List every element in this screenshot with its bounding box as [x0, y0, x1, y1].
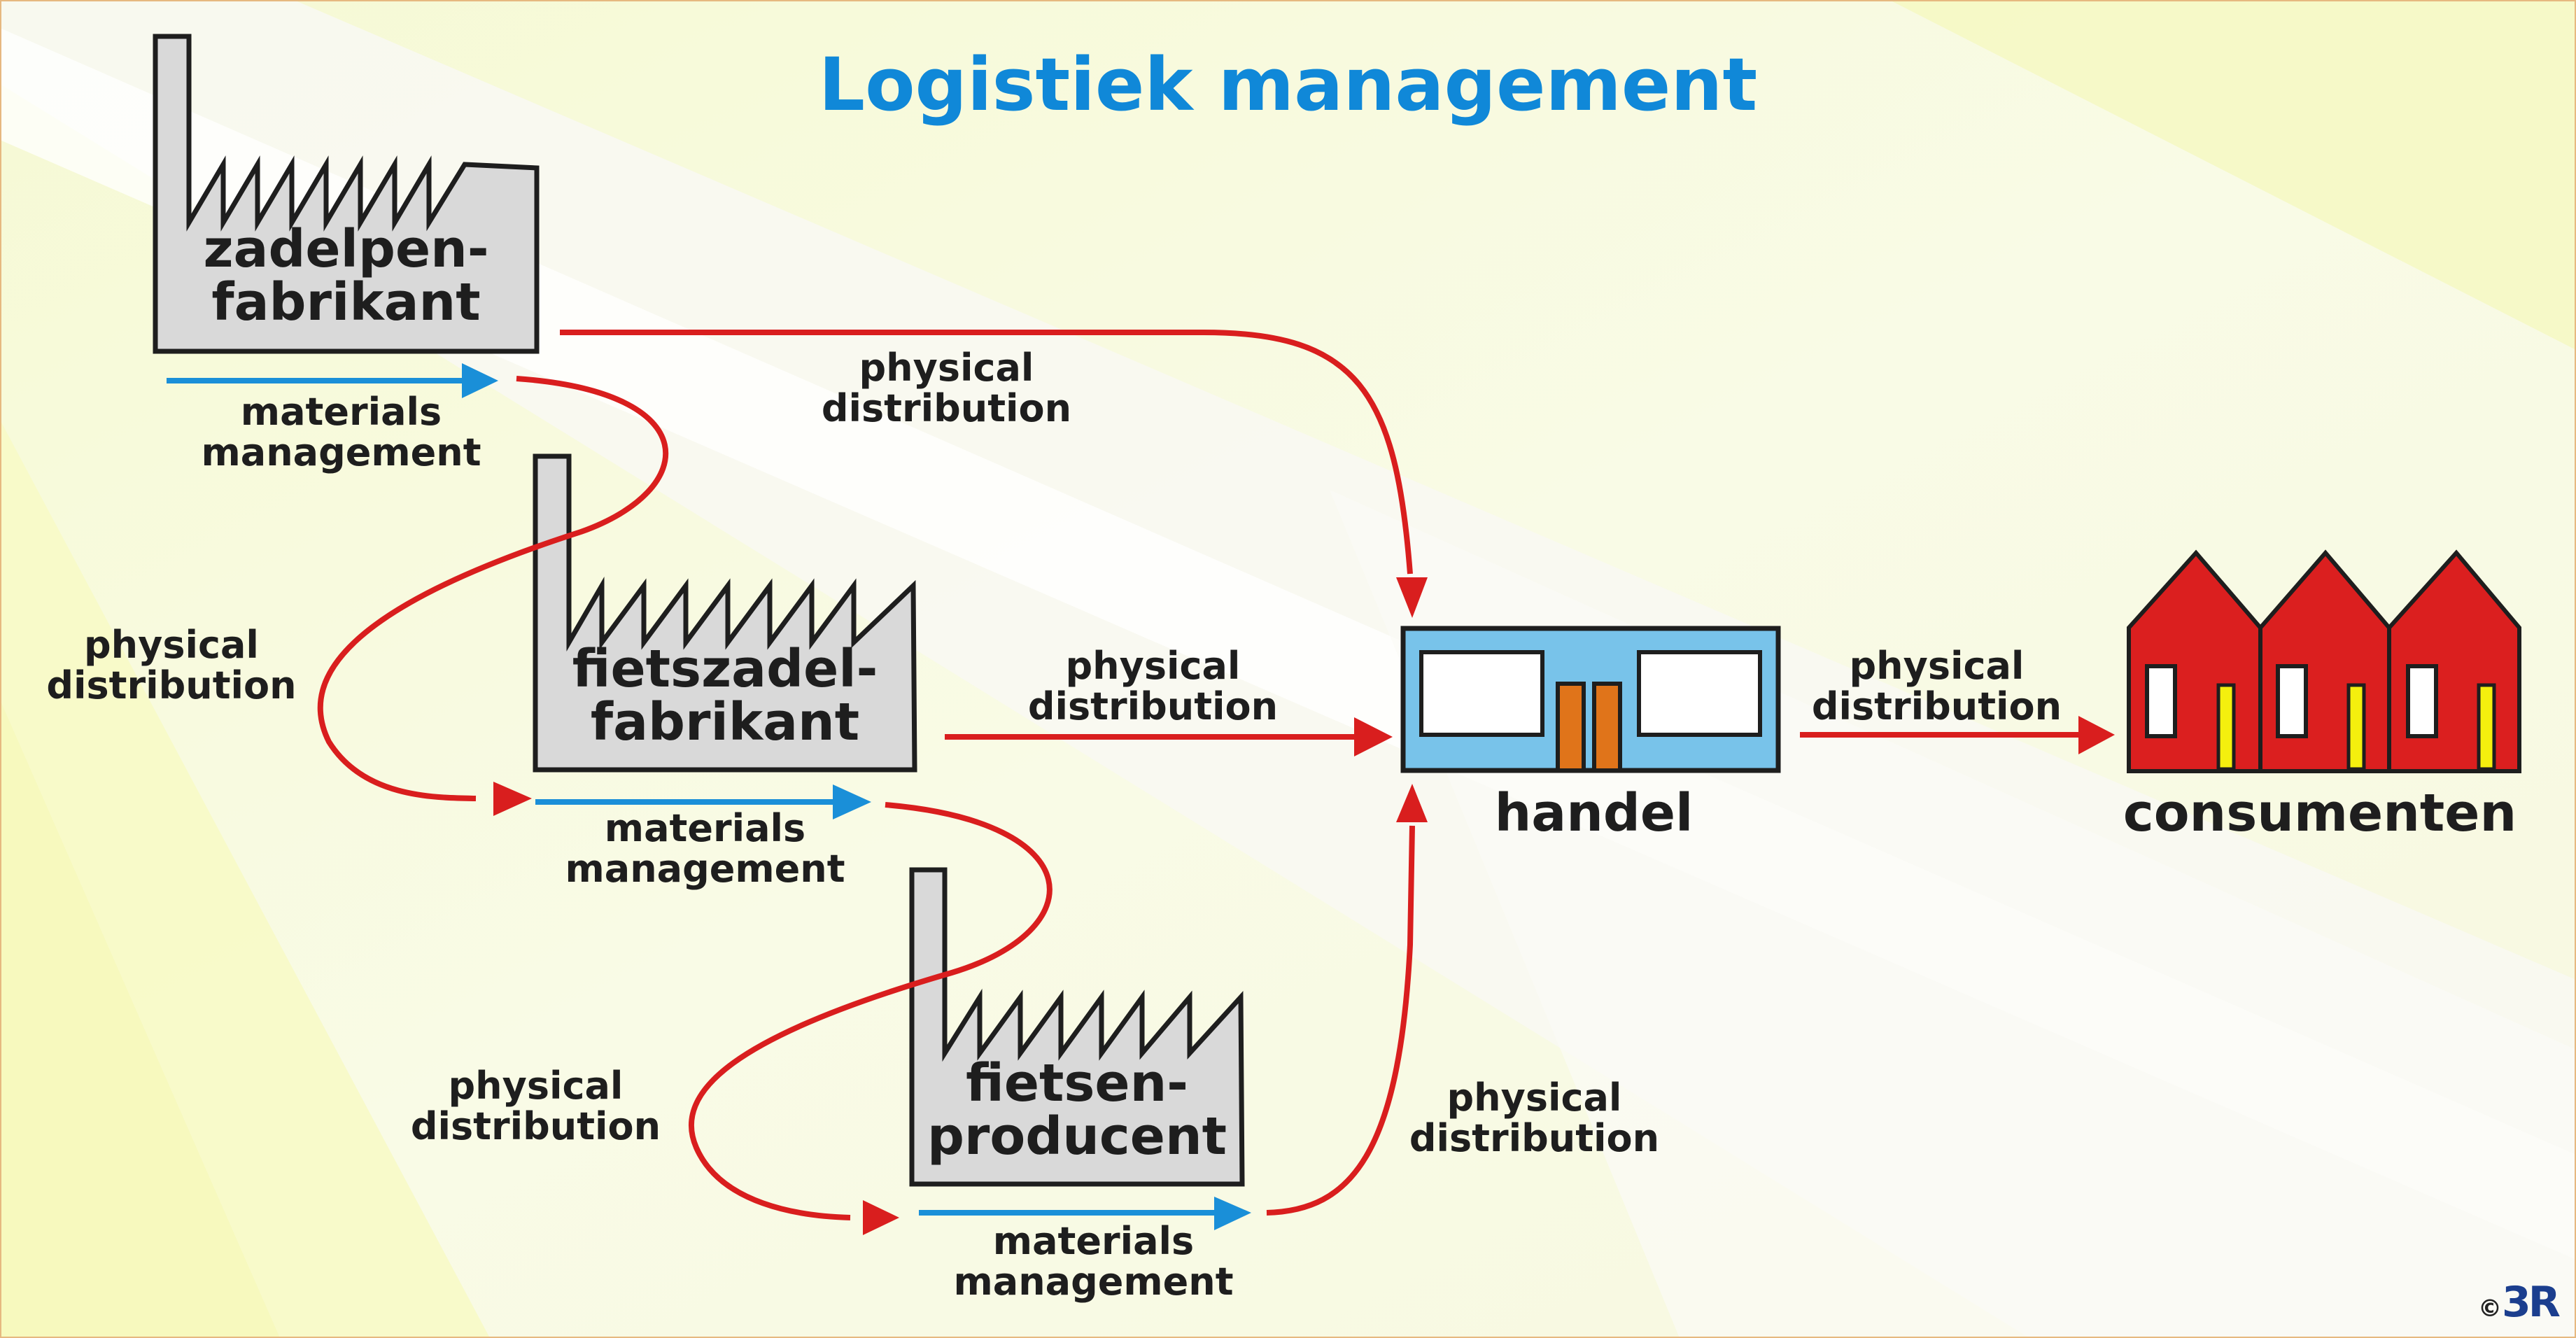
physical-distribution-arrow-zadelpen-to-fietszadel — [317, 376, 669, 816]
handel-label: handel — [1494, 783, 1694, 843]
factory-label-line: producent — [927, 1106, 1227, 1167]
factory-fietsen-producent — [909, 867, 1245, 1187]
shop-door-right — [1592, 682, 1622, 773]
label-line: materials — [604, 806, 806, 850]
label-line: management — [201, 430, 481, 474]
physical-distribution-arrow-fietszadel-to-handel — [945, 717, 1393, 756]
label-line: physical — [1849, 644, 2025, 688]
materials-management-label-1: materials management — [161, 392, 521, 473]
factory-label-line: fabrikant — [590, 692, 860, 752]
label-line: physical — [859, 346, 1034, 390]
label-line: distribution — [1811, 684, 2062, 728]
shop-window-right — [1637, 650, 1762, 737]
materials-management-arrow-3 — [919, 1197, 1251, 1230]
factory-label-zadelpen-fabrikant: zadelpen- fabrikant — [155, 223, 537, 329]
physical-distribution-label-1: physical distribution — [777, 348, 1116, 429]
materials-management-label-2: materials management — [525, 808, 885, 889]
label-line: physical — [448, 1064, 624, 1108]
factory-label-fietsen-producent: fietsen- producent — [912, 1057, 1242, 1163]
consumenten-label: consumenten — [2123, 783, 2517, 843]
brand-logo: 3R — [2502, 1278, 2561, 1327]
physical-distribution-label-5: physical distribution — [366, 1066, 705, 1147]
label-line: physical — [1065, 644, 1241, 688]
factory-fietszadel-fabrikant — [533, 453, 917, 773]
physical-distribution-label-6: physical distribution — [1365, 1078, 1704, 1159]
label-line: materials — [992, 1219, 1195, 1263]
factory-zadelpen-fabrikant — [153, 34, 540, 354]
factory-icon — [533, 453, 917, 773]
factory-label-fietszadel-fabrikant: fietszadel- fabrikant — [535, 642, 915, 749]
label-line: distribution — [46, 663, 297, 707]
physical-distribution-label-3: physical distribution — [983, 646, 1323, 727]
factory-label-line: fabrikant — [211, 272, 481, 332]
label-line: distribution — [410, 1104, 661, 1148]
label-line: materials — [240, 390, 442, 434]
factory-label-line: zadelpen- — [203, 219, 489, 279]
physical-distribution-label-4: physical distribution — [1767, 646, 2106, 727]
house-3 — [2387, 549, 2521, 773]
factory-icon — [909, 867, 1245, 1187]
materials-management-arrow-2 — [535, 784, 871, 819]
house-2 — [2258, 549, 2391, 773]
physical-distribution-arrow-handel-to-consumenten — [1800, 716, 2115, 754]
label-line: management — [565, 847, 845, 891]
houses-icon — [2127, 549, 2521, 773]
factory-icon — [153, 34, 540, 354]
materials-management-label-3: materials management — [913, 1221, 1274, 1302]
label-line: distribution — [1409, 1116, 1660, 1160]
label-line: management — [953, 1260, 1234, 1304]
label-line: distribution — [1027, 684, 1279, 728]
physical-distribution-label-2: physical distribution — [0, 625, 343, 706]
materials-management-arrow-1 — [167, 363, 498, 398]
physical-distribution-arrow-zadelpen-to-handel — [560, 330, 1428, 618]
physical-distribution-arrow-fietszadel-to-fietsen — [688, 802, 1053, 1235]
physical-distribution-arrow-fietsen-to-handel — [1266, 784, 1428, 1216]
label-line: distribution — [821, 386, 1072, 430]
shop-window-left — [1419, 650, 1544, 737]
page-title: Logistiek management — [818, 42, 1758, 127]
house-1 — [2127, 549, 2262, 773]
copyright-symbol: © — [2478, 1295, 2503, 1323]
factory-label-line: fietszadel- — [572, 639, 878, 699]
shop-icon — [1400, 626, 1781, 773]
label-line: physical — [1447, 1076, 1622, 1120]
copyright-mark: ©3R — [2478, 1278, 2561, 1327]
label-line: physical — [84, 623, 259, 667]
shop-door-left — [1556, 682, 1586, 773]
factory-label-line: fietsen- — [965, 1053, 1189, 1113]
